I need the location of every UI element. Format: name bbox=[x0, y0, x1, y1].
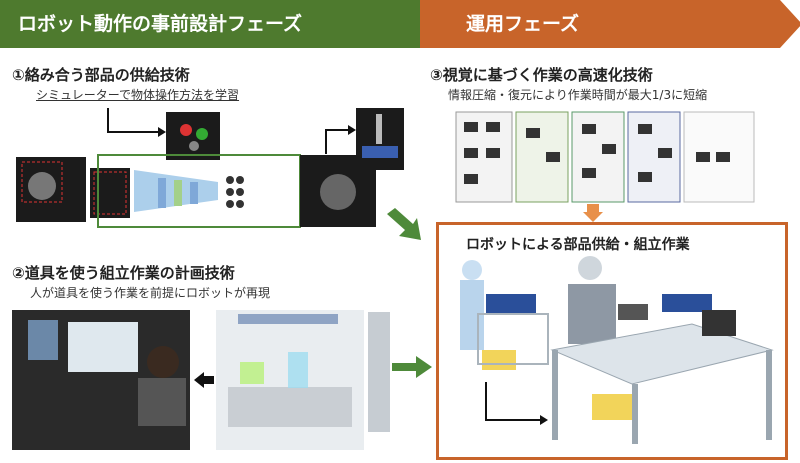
frame-strip bbox=[571, 111, 625, 203]
design-phase-label: ロボット動作の事前設計フェーズ bbox=[18, 13, 303, 35]
detection-box bbox=[21, 161, 63, 203]
worker-icon bbox=[462, 260, 482, 280]
frame-strip bbox=[627, 111, 681, 203]
flow-arrow bbox=[107, 108, 158, 133]
section3-subtitle: 情報圧縮・復元により作業時間が最大1/3に短縮 bbox=[448, 88, 708, 102]
parts-pile-icon bbox=[28, 172, 56, 200]
crop-box bbox=[93, 171, 127, 215]
part-icon bbox=[180, 124, 192, 136]
section1-figure bbox=[16, 108, 404, 228]
operation-box-title: ロボットによる部品供給・組立作業 bbox=[466, 237, 690, 253]
simulation-panel bbox=[166, 112, 220, 160]
robot-body-icon bbox=[568, 284, 616, 344]
operation-phase-banner: 運用フェーズ bbox=[420, 0, 800, 48]
yellow-bin bbox=[482, 350, 516, 370]
section1-subtitle: シミュレーターで物体操作方法を学習 bbox=[36, 88, 240, 102]
flow-arrowhead bbox=[158, 127, 166, 137]
yellow-bin bbox=[592, 394, 632, 420]
section3-figure bbox=[455, 111, 755, 203]
flow-arrow bbox=[194, 372, 214, 388]
section2-title: ②道具を使う組立作業の計画技術 bbox=[12, 264, 235, 282]
section2-figure bbox=[12, 310, 390, 450]
frame-strip bbox=[515, 111, 569, 203]
robot-head-icon bbox=[578, 256, 602, 280]
section1-title: ①絡み合う部品の供給技術 bbox=[12, 66, 190, 84]
network-layer bbox=[190, 182, 198, 204]
network-layer bbox=[174, 180, 182, 206]
green-arrow-right bbox=[392, 356, 432, 378]
operation-phase-label: 運用フェーズ bbox=[466, 13, 580, 35]
down-arrow bbox=[583, 204, 603, 222]
operation-figure bbox=[460, 256, 774, 444]
section2-subtitle: 人が道具を使う作業を前提にロボットが再現 bbox=[30, 286, 271, 300]
network-layer bbox=[158, 178, 166, 208]
part-icon bbox=[189, 141, 199, 151]
section3-title: ③視覚に基づく作業の高速化技術 bbox=[430, 66, 653, 84]
part-icon bbox=[196, 128, 208, 140]
tray-icon bbox=[486, 294, 536, 314]
design-phase-banner: ロボット動作の事前設計フェーズ bbox=[0, 0, 446, 48]
frame-post bbox=[368, 312, 390, 432]
monitor-icon bbox=[68, 322, 138, 372]
crop-panel bbox=[90, 168, 130, 218]
green-arrow-diagonal bbox=[387, 208, 421, 240]
